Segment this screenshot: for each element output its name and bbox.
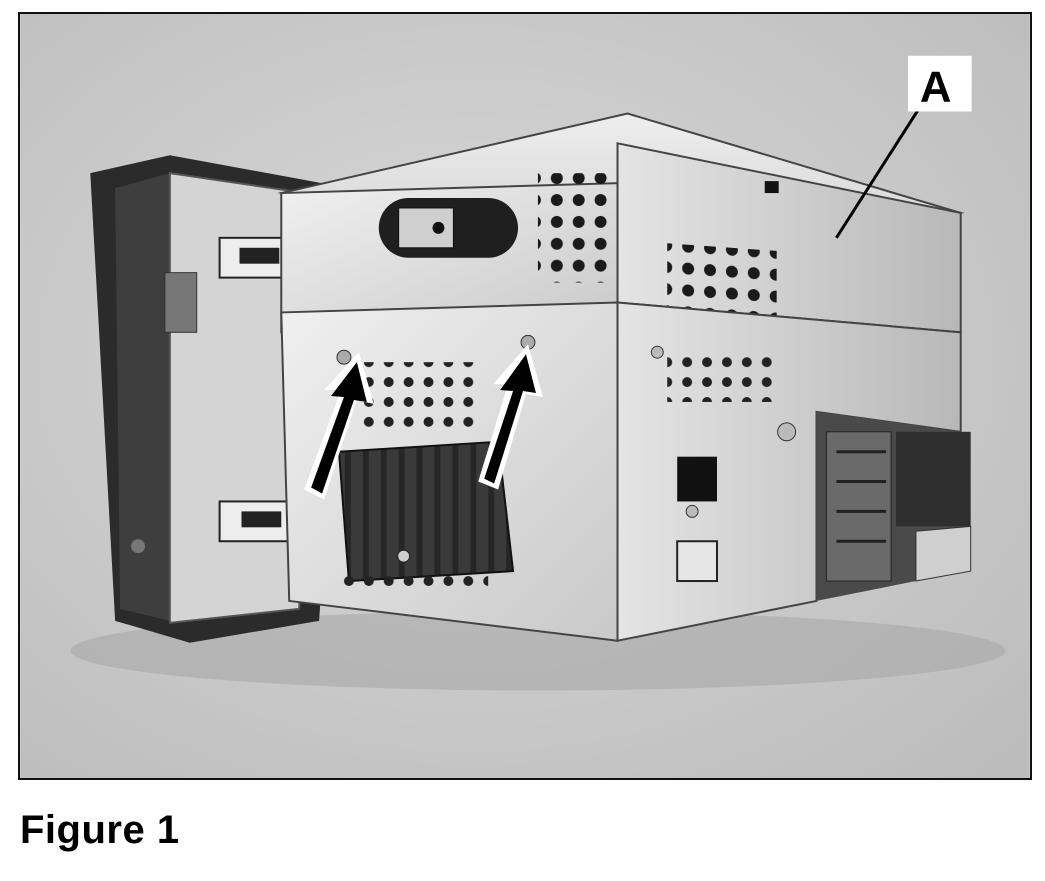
- arrow-left: [304, 352, 374, 500]
- callout-label-bg: [907, 55, 972, 112]
- callout-line: [835, 104, 923, 239]
- callout-label: A: [920, 63, 952, 112]
- upper-housing: [277, 112, 965, 351]
- lower-side-panel: [616, 301, 972, 642]
- unit-shadow: [70, 610, 1006, 691]
- figure-caption: Figure 1: [20, 808, 180, 852]
- arrow-right: [478, 344, 543, 490]
- figure-photo: A: [18, 12, 1032, 780]
